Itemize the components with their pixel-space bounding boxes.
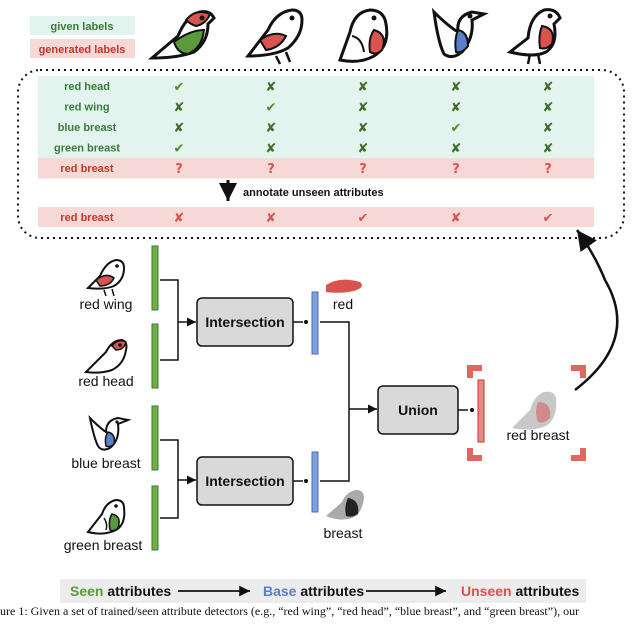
given-labels-text: given labels — [51, 21, 114, 33]
input-bird-green-breast-icon — [86, 498, 126, 535]
table-row — [38, 117, 594, 138]
generated-labels-text: generated labels — [39, 44, 126, 56]
table-cell-mark: ? — [544, 162, 552, 177]
table-cell-mark: ✔ — [451, 121, 462, 136]
red-swatch-icon — [326, 279, 362, 293]
base-label-red: red — [333, 296, 353, 312]
given-labels-legend — [30, 16, 135, 35]
seen-feature-bars — [151, 245, 159, 551]
union-label: Union — [398, 402, 438, 418]
table-cell-mark: ✘ — [543, 142, 554, 157]
footer-bar — [60, 579, 586, 603]
footer-base-rest: attributes — [296, 583, 364, 599]
table-row — [38, 137, 594, 158]
table-cell-mark: ? — [175, 162, 183, 177]
footer-unseen-word: Unseen — [461, 583, 512, 599]
table-cell-mark: ✘ — [358, 121, 369, 136]
footer-unseen: Unseen attributes — [461, 583, 579, 599]
table-cell-mark: ✔ — [174, 142, 185, 157]
unseen-feature-bar — [477, 379, 485, 443]
table-cell-mark: ✘ — [451, 80, 462, 95]
attribute-table: red head ✔ ✘ ✘ ✘ ✘ red wing ✘ ✔ ✘ ✘ ✘ blue breast ✘ ✘ ✘… — [38, 76, 594, 179]
footer-seen-word: Seen — [70, 583, 103, 599]
table-cell-mark: ? — [267, 162, 275, 177]
base-bar-red — [311, 291, 319, 355]
table-cell-mark: ✔ — [266, 101, 277, 116]
bird-icon-1 — [147, 10, 216, 60]
table-cell-mark: ✔ — [174, 80, 185, 95]
figure-caption: ure 1: Given a set of trained/seen attri… — [0, 604, 580, 618]
intersection-top-label: Intersection — [205, 314, 284, 330]
connectors-union — [320, 321, 377, 482]
input-bird-red-head-icon — [83, 338, 128, 374]
footer-unseen-rest: attributes — [512, 583, 580, 599]
table-row-label: green breast — [54, 143, 120, 155]
annotate-text: annotate unseen attributes — [243, 187, 384, 199]
output-bird-icon — [512, 391, 557, 430]
connectors-top — [160, 279, 196, 519]
feedback-arrow — [574, 229, 619, 391]
result-cell-mark: ✔ — [543, 211, 554, 226]
input-label-red-head: red head — [78, 373, 133, 389]
table-cell-mark: ✘ — [451, 101, 462, 116]
table-cell-mark: ✘ — [174, 101, 185, 116]
base-bar-breast — [311, 451, 319, 513]
output-brackets — [467, 365, 586, 461]
table-cell-mark: ✘ — [543, 121, 554, 136]
output-label: red breast — [506, 427, 569, 443]
table-cell-mark: ✘ — [358, 80, 369, 95]
breast-silhouette-icon — [326, 490, 364, 520]
table-row-label: red wing — [64, 102, 109, 114]
footer-seen: Seen attributes — [70, 583, 171, 599]
generated-labels-legend — [30, 39, 135, 58]
input-label-blue-breast: blue breast — [71, 455, 140, 471]
footer-seen-rest: attributes — [103, 583, 171, 599]
base-label-breast: breast — [324, 525, 363, 541]
bird-icon-3 — [338, 8, 389, 63]
intersection-bottom-label: Intersection — [205, 473, 284, 489]
result-cell-mark: ✘ — [451, 211, 462, 226]
result-cell-mark: ✘ — [174, 211, 185, 226]
bird-icon-5 — [506, 8, 562, 65]
footer-base: Base attributes — [263, 583, 364, 599]
table-cell-mark: ✘ — [543, 101, 554, 116]
table-cell-mark: ✘ — [451, 142, 462, 157]
table-cell-mark: ✘ — [358, 142, 369, 157]
table-row — [38, 158, 594, 179]
result-row-label: red breast — [60, 212, 114, 224]
table-cell-mark: ? — [452, 162, 460, 177]
table-cell-mark: ✘ — [543, 80, 554, 95]
table-row-label: blue breast — [58, 122, 117, 134]
table-cell-mark: ✘ — [266, 80, 277, 95]
footer-base-word: Base — [263, 583, 297, 599]
input-bird-red-wing-icon — [85, 258, 126, 297]
table-cell-mark: ✘ — [266, 121, 277, 136]
result-row — [38, 207, 594, 227]
input-label-red-wing: red wing — [80, 296, 133, 312]
table-cell-mark: ✘ — [358, 101, 369, 116]
bird-icon-2 — [244, 8, 304, 65]
result-row-marks: ✘ ✘ ✔ ✘ ✔ — [174, 211, 554, 226]
table-row-label: red head — [64, 81, 110, 93]
table-row — [38, 96, 594, 117]
result-cell-mark: ✔ — [358, 211, 369, 226]
result-cell-mark: ✘ — [266, 211, 277, 226]
table-cell-mark: ? — [359, 162, 367, 177]
table-cell-mark: ✘ — [266, 142, 277, 157]
table-row-label: red breast — [60, 163, 114, 175]
input-bird-blue-breast-icon — [88, 414, 132, 451]
table-row — [38, 76, 594, 97]
input-label-green-breast: green breast — [64, 537, 143, 553]
bird-icon-4 — [431, 7, 489, 59]
table-cell-mark: ✘ — [174, 121, 185, 136]
